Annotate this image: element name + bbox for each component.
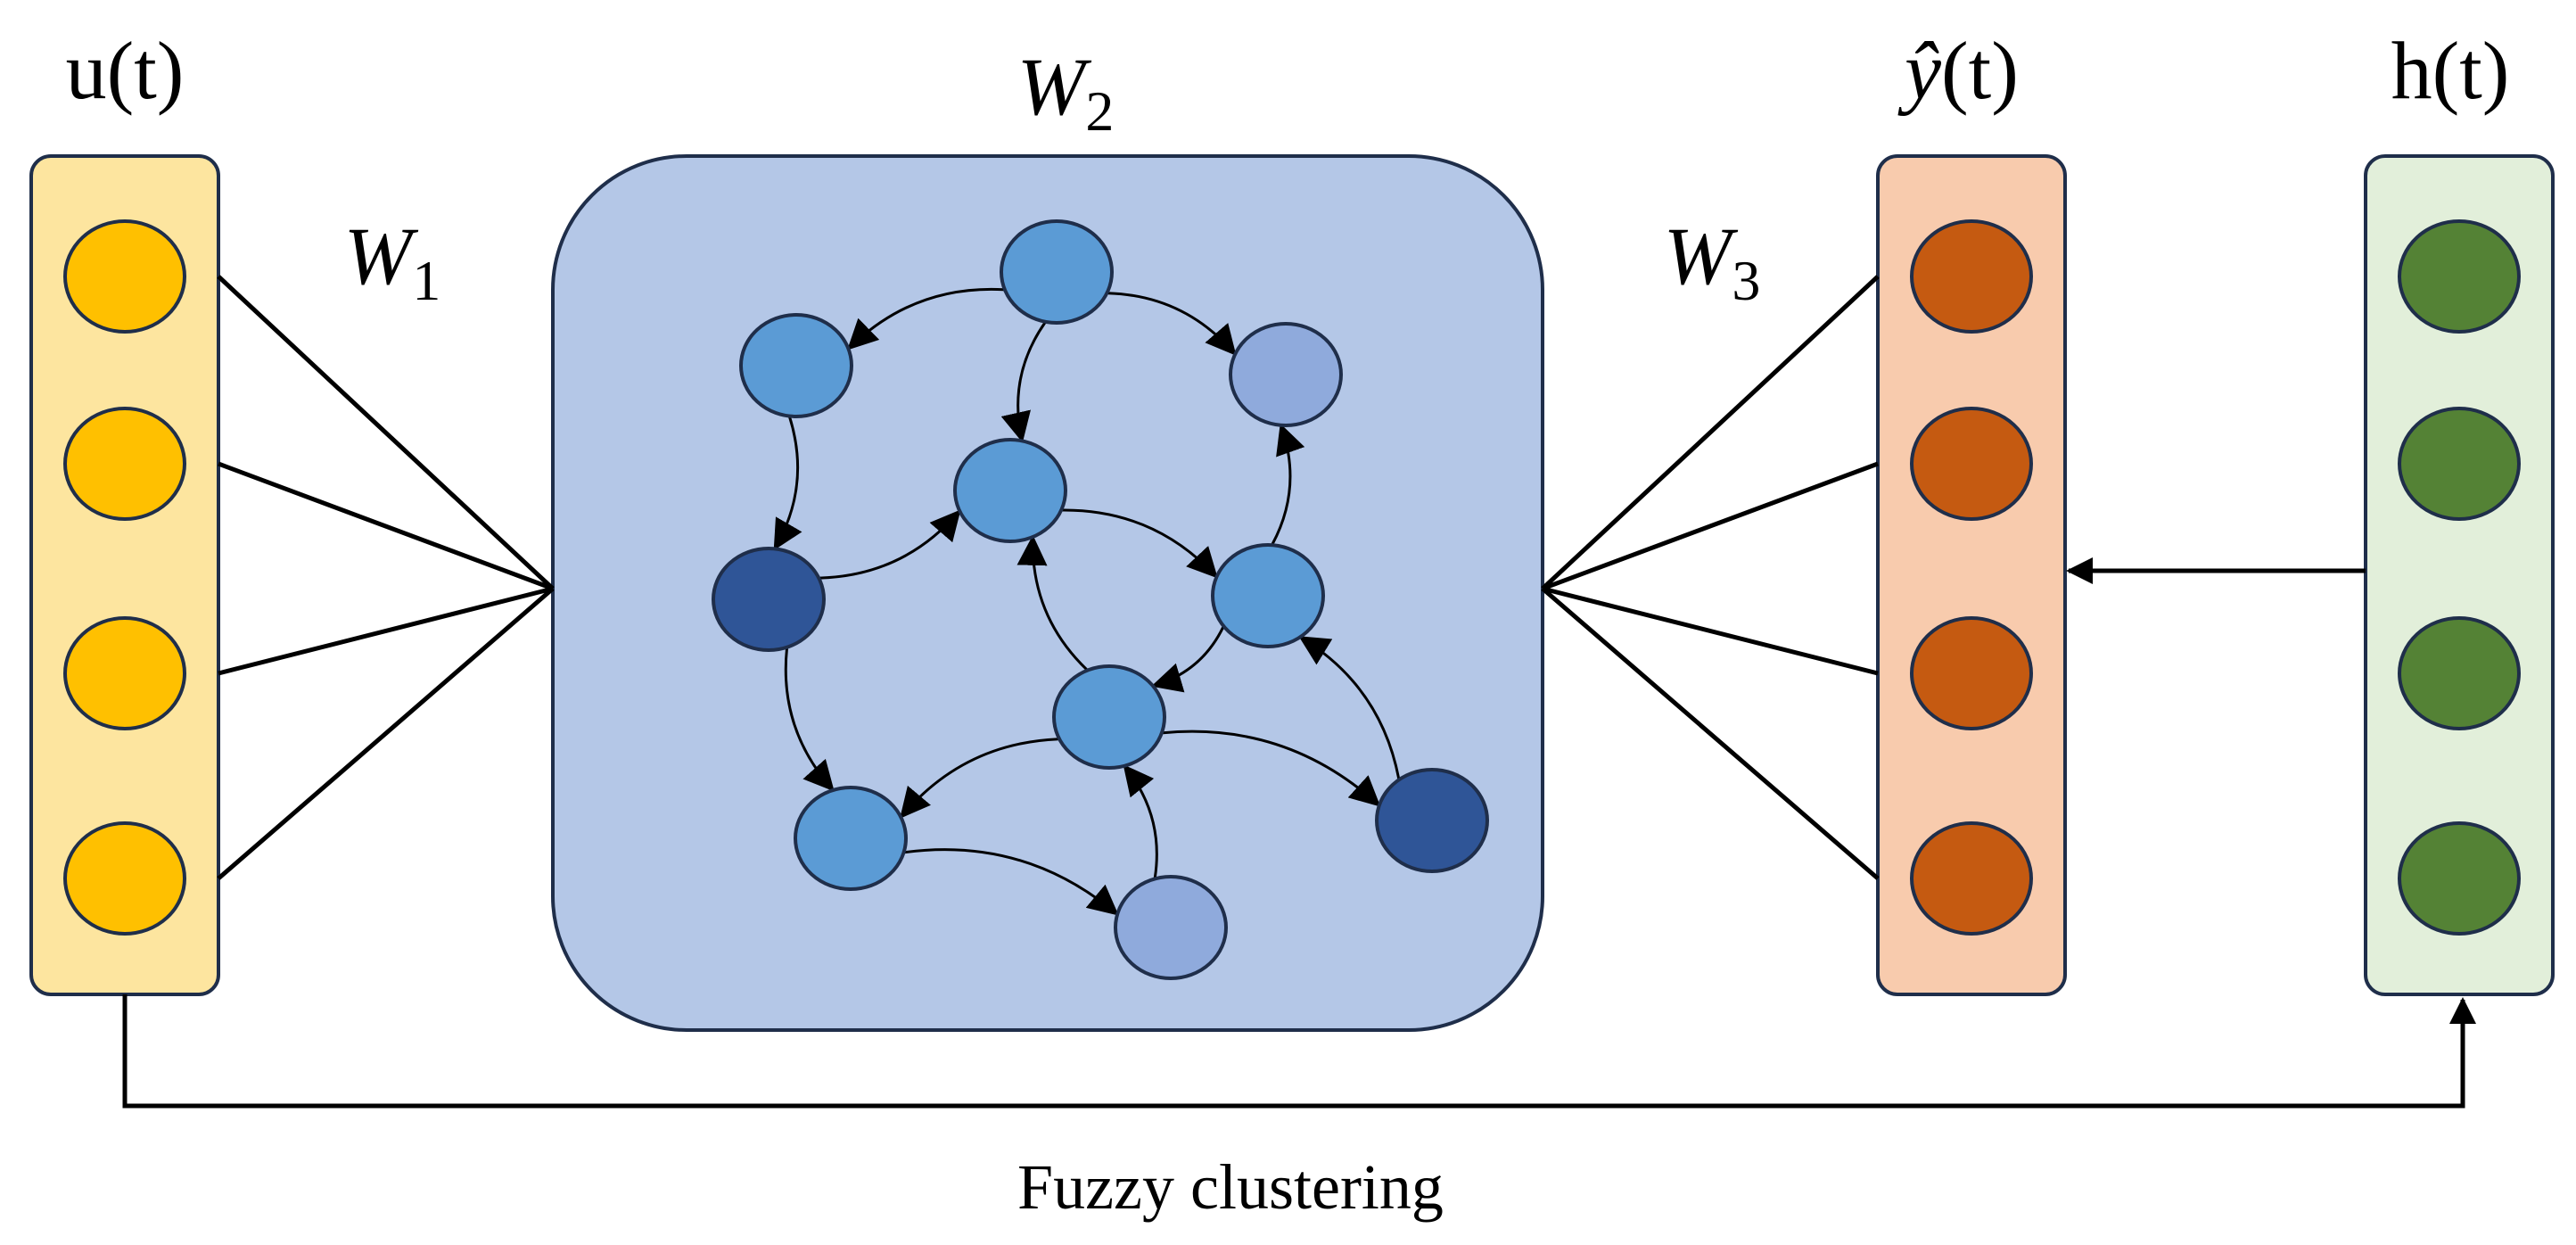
- input-node: [63, 616, 186, 730]
- reservoir-node-I: [1375, 768, 1489, 873]
- hidden-node: [2398, 219, 2521, 334]
- reservoir-edge-D-F: [1062, 508, 1218, 579]
- reservoir-edge-B-E: [773, 416, 802, 551]
- reservoir-node-J: [1114, 875, 1228, 980]
- hidden-nodes: [2398, 219, 2521, 936]
- reservoir-edge-G-H: [900, 738, 1058, 819]
- reservoir-node-H: [794, 786, 908, 891]
- reservoir-edge-A-B: [847, 287, 1004, 350]
- w3-connection-line: [1541, 275, 1880, 590]
- w3-label: W3: [1664, 210, 1761, 312]
- reservoir-edges: [773, 287, 1401, 916]
- w1-connection-line: [218, 461, 554, 591]
- reservoir-edge-F-G: [1151, 626, 1225, 693]
- reservoir-node-C: [1229, 322, 1343, 427]
- w1-label: W1: [344, 210, 441, 312]
- output-layer-panel: [1876, 154, 2067, 996]
- w1-label-main: W: [344, 210, 419, 301]
- reservoir-edge-J-G: [1123, 764, 1158, 878]
- reservoir-node-E: [712, 547, 826, 652]
- output-label: ŷ(t): [1897, 25, 2019, 116]
- input-nodes: [63, 219, 186, 936]
- w1-connections: [217, 275, 555, 880]
- w1-connection-line: [217, 275, 555, 590]
- reservoir-node-G: [1052, 664, 1166, 770]
- reservoir-node-A: [1000, 219, 1114, 325]
- output-node: [1910, 616, 2033, 730]
- w3-connection-line: [1542, 461, 1879, 591]
- reservoir-edge-E-D: [819, 509, 961, 580]
- w3-connections: [1541, 275, 1880, 880]
- reservoir-edge-F-C: [1271, 423, 1305, 545]
- reservoir-edge-I-F: [1298, 636, 1401, 779]
- fuzzy-clustering-arrow: [122, 994, 2476, 1109]
- w3-connection-line: [1541, 587, 1880, 880]
- w3-label-main: W: [1664, 210, 1739, 301]
- reservoir-edge-G-D: [1016, 534, 1088, 671]
- output-node: [1910, 821, 2033, 936]
- reservoir-node-B: [739, 313, 853, 418]
- reservoir-node-F: [1211, 543, 1325, 648]
- hidden-node: [2398, 407, 2521, 521]
- input-node: [63, 821, 186, 936]
- output-label-hat: ŷ: [1897, 25, 1941, 116]
- input-label: u(t): [66, 25, 185, 116]
- w1-connection-line: [217, 587, 555, 880]
- reservoir-edge-A-C: [1107, 292, 1237, 356]
- input-node: [63, 407, 186, 521]
- reservoir-edge-G-I: [1163, 730, 1381, 807]
- w1-connection-line: [218, 586, 554, 676]
- w1-label-sub: 1: [412, 249, 440, 312]
- reservoir-edge-A-D: [1000, 322, 1047, 443]
- output-nodes: [1910, 219, 2033, 936]
- hidden-node: [2398, 821, 2521, 936]
- w3-connection-line: [1542, 586, 1879, 676]
- output-node: [1910, 407, 2033, 521]
- output-label-rest: (t): [1941, 25, 2019, 116]
- hidden-layer-panel: [2364, 154, 2555, 996]
- reservoir-label: W2: [1017, 41, 1115, 143]
- input-node: [63, 219, 186, 334]
- reservoir-label-main: W: [1017, 41, 1092, 132]
- reservoir-edge-E-H: [784, 647, 835, 792]
- reservoir-label-sub: 2: [1085, 79, 1114, 143]
- reservoir-nodes: [712, 219, 1489, 980]
- reservoir-edge-H-J: [904, 848, 1119, 916]
- fuzzy-clustering-label: Fuzzy clustering: [1017, 1151, 1444, 1223]
- hidden-node: [2398, 616, 2521, 730]
- reservoir-node-D: [953, 438, 1067, 543]
- hidden-label: h(t): [2391, 25, 2510, 116]
- output-node: [1910, 219, 2033, 334]
- w3-label-sub: 3: [1732, 249, 1760, 312]
